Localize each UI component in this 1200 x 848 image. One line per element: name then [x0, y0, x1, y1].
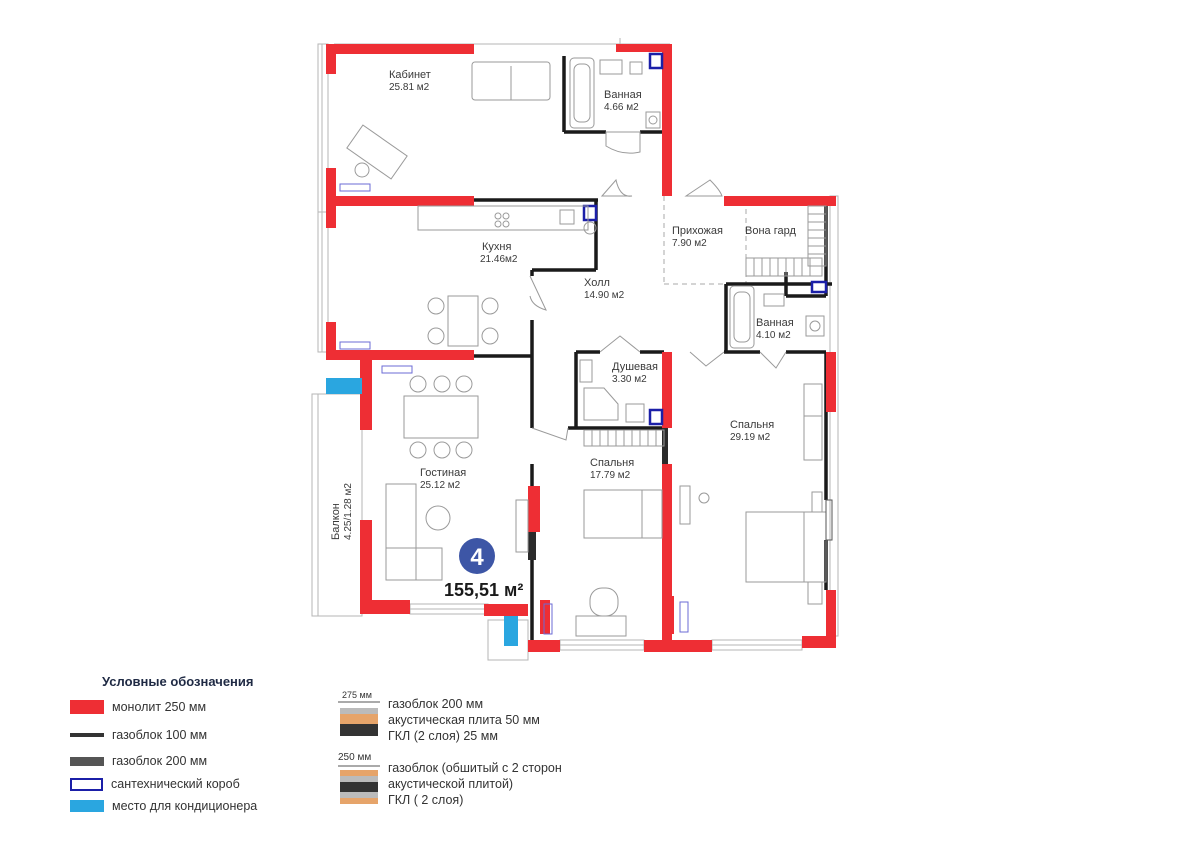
room-area-kitchen: 21.46м2	[480, 254, 518, 265]
material-2-desc: газоблок (обшитый с 2 сторон акустическо…	[388, 760, 562, 808]
room-name-living: Гостиная	[420, 467, 466, 479]
legend-label-gasblock-200: газоблок 200 мм	[112, 754, 208, 768]
legend-item-shaft: сантехнический короб	[70, 777, 240, 791]
shaft-swatch	[70, 777, 103, 791]
apartment-number: 4	[470, 544, 484, 571]
monolith-swatch	[70, 700, 104, 714]
apartment-total-area: 155,51 м²	[444, 580, 523, 600]
room-area-balcony: 4.25/1.28 м2	[343, 483, 354, 540]
legend-label-conditioner: место для кондиционера	[112, 799, 258, 813]
conditioner-spots	[326, 378, 518, 646]
legend-label-shaft: сантехнический короб	[111, 777, 240, 791]
room-name-bath2: Ванная	[756, 317, 794, 329]
room-area-entry: 7.90 м2	[672, 238, 707, 249]
room-name-bedroom2: Спальня	[730, 419, 774, 431]
room-area-kabinet: 25.81 м2	[389, 82, 430, 93]
room-area-living: 25.12 м2	[420, 480, 461, 491]
room-area-bedroom1: 17.79 м2	[590, 470, 631, 481]
legend-item-monolith: монолит 250 мм	[70, 700, 206, 714]
wardrobe-hatching	[591, 213, 826, 446]
apartment-number-circle	[459, 538, 495, 574]
legend: Условные обозначения	[70, 674, 370, 689]
room-area-bath1: 4.66 м2	[604, 102, 639, 113]
room-area-bedroom2: 29.19 м2	[730, 432, 771, 443]
material-1-line-3: ГКЛ (2 слоя) 25 мм	[388, 729, 498, 743]
room-area-bath2: 4.10 м2	[756, 330, 791, 341]
material-1-line-1: газоблок 200 мм	[388, 697, 484, 711]
legend-label-gasblock-100: газоблок 100 мм	[112, 728, 208, 742]
room-name-bath1: Ванная	[604, 89, 642, 101]
conditioner-swatch	[70, 800, 104, 812]
room-name-wardrobe: Вона гард	[745, 225, 796, 237]
legend-title: Условные обозначения	[102, 674, 254, 689]
gasblock-100-swatch	[70, 733, 104, 737]
material-2-dimension: 250 мм	[338, 752, 372, 763]
room-name-hall: Холл	[584, 277, 610, 289]
room-name-balcony: Балкон	[330, 503, 342, 540]
room-name-shower: Душевая	[612, 361, 658, 373]
gasblock-200-walls	[528, 428, 668, 560]
apartment-badge: 4 155,51 м²	[444, 538, 523, 600]
legend-item-gasblock-200: газоблок 200 мм	[70, 754, 207, 768]
material-2-line-2: акустической плитой)	[388, 777, 514, 791]
room-name-kitchen: Кухня	[482, 241, 511, 253]
legend-item-gasblock-100: газоблок 100 мм	[70, 728, 207, 742]
room-area-hall: 14.90 м2	[584, 290, 625, 301]
room-area-shower: 3.30 м2	[612, 374, 647, 385]
furniture	[339, 57, 833, 637]
room-name-kabinet: Кабинет	[389, 69, 431, 81]
legend-label-monolith: монолит 250 мм	[112, 700, 207, 714]
material-2-line-1: газоблок (обшитый с 2 сторон	[388, 761, 562, 775]
legend-item-conditioner: место для кондиционера	[70, 799, 257, 813]
partition-walls	[474, 56, 832, 646]
material-1-line-2: акустическая плита 50 мм	[388, 713, 540, 727]
material-1-desc: газоблок 200 мм акустическая плита 50 мм…	[388, 696, 540, 744]
material-1-dimension: 275 мм	[342, 690, 372, 700]
monolith-walls	[326, 44, 836, 652]
room-name-entry: Прихожая	[672, 225, 723, 237]
material-2-line-3: ГКЛ ( 2 слоя)	[388, 793, 464, 807]
material-2-sample	[338, 765, 380, 804]
plumbing-shafts	[582, 52, 828, 426]
material-1-sample	[338, 701, 380, 736]
entry-dashed-zone	[663, 196, 747, 285]
room-name-bedroom1: Спальня	[590, 457, 634, 469]
gasblock-200-swatch	[70, 756, 104, 766]
room-labels: Кабинет 25.81 м2 Ванная 4.66 м2 Кухня 21…	[330, 69, 796, 540]
